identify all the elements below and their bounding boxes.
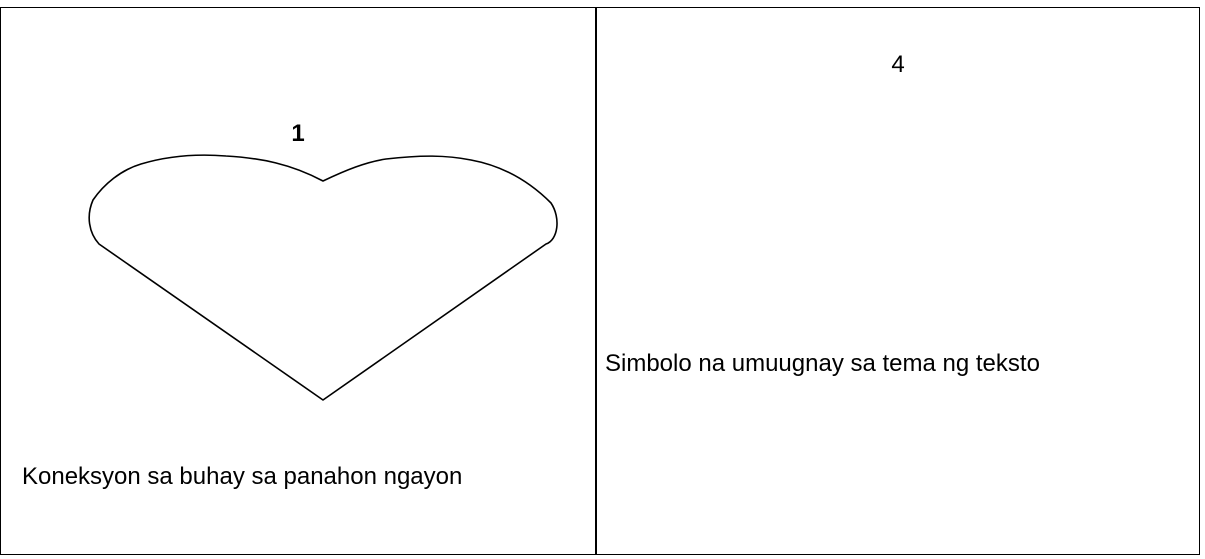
cell-caption-left: Koneksyon sa buhay sa panahon ngayon [22, 463, 463, 490]
cell-left: 1 Koneksyon sa buhay sa panahon ngayon [1, 8, 595, 554]
cell-number-4: 4 [891, 51, 905, 78]
heart-shape [88, 154, 558, 401]
cell-right: 4 Simbolo na umuugnay sa tema ng teksto [597, 8, 1199, 554]
cell-divider [595, 8, 597, 554]
heart-outline [88, 154, 558, 401]
graphic-organizer-table: 1 Koneksyon sa buhay sa panahon ngayon 4… [0, 7, 1200, 555]
cell-number-1: 1 [291, 120, 305, 147]
cell-caption-right: Simbolo na umuugnay sa tema ng teksto [605, 350, 1040, 377]
